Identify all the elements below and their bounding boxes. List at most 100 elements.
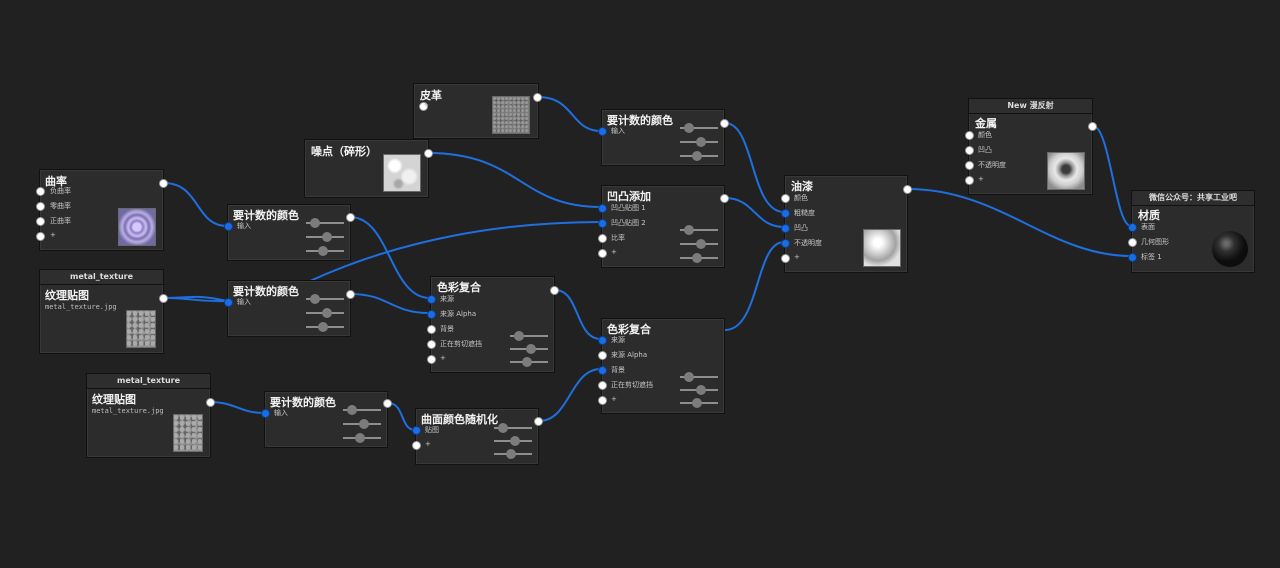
port-output[interactable] <box>206 398 215 407</box>
port-roughness[interactable] <box>781 209 790 218</box>
slider[interactable] <box>680 398 718 408</box>
slider[interactable] <box>343 419 381 429</box>
node-material[interactable]: 微信公众号：共享工业吧 材质 表面 几何图形 标签 1 <box>1128 190 1255 273</box>
slider[interactable] <box>680 239 718 249</box>
port-label: 正在剪切遮挡 <box>611 381 653 389</box>
node-color-count-3[interactable]: 要计数的颜色 输入 <box>261 391 388 448</box>
port-input[interactable] <box>224 298 233 307</box>
node-color-blend-2[interactable]: 色彩复合 来源 来源 Alpha 背景 正在剪切遮挡 + <box>598 318 725 414</box>
port-label: 表面 <box>1141 223 1155 231</box>
slider[interactable] <box>680 123 718 133</box>
port-label-1[interactable] <box>1128 253 1137 262</box>
slider[interactable] <box>494 423 532 433</box>
port-source[interactable] <box>427 295 436 304</box>
node-surface-color-randomize[interactable]: 曲面颜色随机化 贴图 + <box>412 408 539 465</box>
port-add[interactable] <box>427 355 436 364</box>
port-add[interactable] <box>598 249 607 258</box>
port-add[interactable] <box>781 254 790 263</box>
port-add[interactable] <box>965 176 974 185</box>
port-color[interactable] <box>781 194 790 203</box>
port-output[interactable] <box>346 290 355 299</box>
port-background[interactable] <box>598 366 607 375</box>
port-output[interactable] <box>550 286 559 295</box>
port-surface[interactable] <box>1128 223 1137 232</box>
slider[interactable] <box>680 253 718 263</box>
port-ratio[interactable] <box>598 234 607 243</box>
port-label: 来源 <box>440 295 454 303</box>
port-negative-curvature[interactable] <box>36 187 45 196</box>
slider[interactable] <box>494 449 532 459</box>
slider[interactable] <box>343 433 381 443</box>
port-label: 输入 <box>274 409 288 417</box>
port-positive-curvature[interactable] <box>36 217 45 226</box>
port-clip-mask[interactable] <box>427 340 436 349</box>
node-color-count-4[interactable]: 要计数的颜色 输入 <box>598 109 725 166</box>
node-color-count-1[interactable]: 要计数的颜色 输入 <box>224 204 351 261</box>
port-geometry[interactable] <box>1128 238 1137 247</box>
slider[interactable] <box>510 344 548 354</box>
slider[interactable] <box>680 151 718 161</box>
port-bump[interactable] <box>965 146 974 155</box>
node-color-count-2[interactable]: 要计数的颜色 输入 <box>224 280 351 337</box>
slider[interactable] <box>306 308 344 318</box>
node-texture-map-1[interactable]: metal_texture 纹理贴图 metal_texture.jpg <box>39 269 164 354</box>
port-input[interactable] <box>598 127 607 136</box>
port-source[interactable] <box>598 336 607 345</box>
node-bump-add[interactable]: 凹凸添加 凹凸贴图 1 凹凸贴图 2 比率 + <box>598 185 725 268</box>
node-metal[interactable]: New 漫反射 金属 颜色 凹凸 不透明度 + <box>965 98 1093 195</box>
node-curvature[interactable]: 曲率 负曲率 零曲率 正曲率 + <box>36 169 164 251</box>
slider[interactable] <box>306 322 344 332</box>
noise-thumbnail <box>383 154 421 192</box>
slider[interactable] <box>510 357 548 367</box>
node-leather[interactable]: 皮革 + <box>413 83 539 139</box>
slider[interactable] <box>680 372 718 382</box>
port-zero-curvature[interactable] <box>36 202 45 211</box>
port-add[interactable] <box>598 396 607 405</box>
port-input[interactable] <box>261 409 270 418</box>
node-paint[interactable]: 油漆 颜色 粗糙度 凹凸 不透明度 + <box>781 175 908 273</box>
port-clip-mask[interactable] <box>598 381 607 390</box>
curvature-thumbnail <box>118 208 156 246</box>
port-opacity[interactable] <box>781 239 790 248</box>
port-add[interactable] <box>419 102 428 111</box>
port-color[interactable] <box>965 131 974 140</box>
port-add[interactable] <box>412 441 421 450</box>
slider[interactable] <box>494 436 532 446</box>
slider[interactable] <box>306 246 344 256</box>
port-label: 背景 <box>440 325 454 333</box>
port-bump[interactable] <box>781 224 790 233</box>
slider[interactable] <box>680 385 718 395</box>
port-opacity[interactable] <box>965 161 974 170</box>
slider[interactable] <box>306 232 344 242</box>
port-map[interactable] <box>412 426 421 435</box>
slider[interactable] <box>510 331 548 341</box>
port-output[interactable] <box>383 399 392 408</box>
node-color-blend-1[interactable]: 色彩复合 来源 来源 Alpha 背景 正在剪切遮挡 + <box>427 276 555 373</box>
port-output[interactable] <box>534 417 543 426</box>
slider[interactable] <box>680 225 718 235</box>
port-output[interactable] <box>159 294 168 303</box>
port-output[interactable] <box>346 213 355 222</box>
port-label: 正曲率 <box>50 217 71 225</box>
port-source-alpha[interactable] <box>598 351 607 360</box>
port-output[interactable] <box>159 179 168 188</box>
port-input[interactable] <box>224 222 233 231</box>
port-background[interactable] <box>427 325 436 334</box>
port-add[interactable] <box>36 232 45 241</box>
port-output[interactable] <box>533 93 542 102</box>
port-bump-map-2[interactable] <box>598 219 607 228</box>
slider[interactable] <box>306 218 344 228</box>
port-output[interactable] <box>903 185 912 194</box>
port-source-alpha[interactable] <box>427 310 436 319</box>
port-output[interactable] <box>720 194 729 203</box>
port-output[interactable] <box>424 149 433 158</box>
slider[interactable] <box>343 405 381 415</box>
port-bump-map-1[interactable] <box>598 204 607 213</box>
slider[interactable] <box>680 137 718 147</box>
slider[interactable] <box>306 294 344 304</box>
port-output[interactable] <box>1088 122 1097 131</box>
port-output[interactable] <box>720 119 729 128</box>
node-noise-fractal[interactable]: 噪点（碎形） <box>304 139 429 198</box>
node-texture-map-2[interactable]: metal_texture 纹理贴图 metal_texture.jpg <box>86 373 211 458</box>
